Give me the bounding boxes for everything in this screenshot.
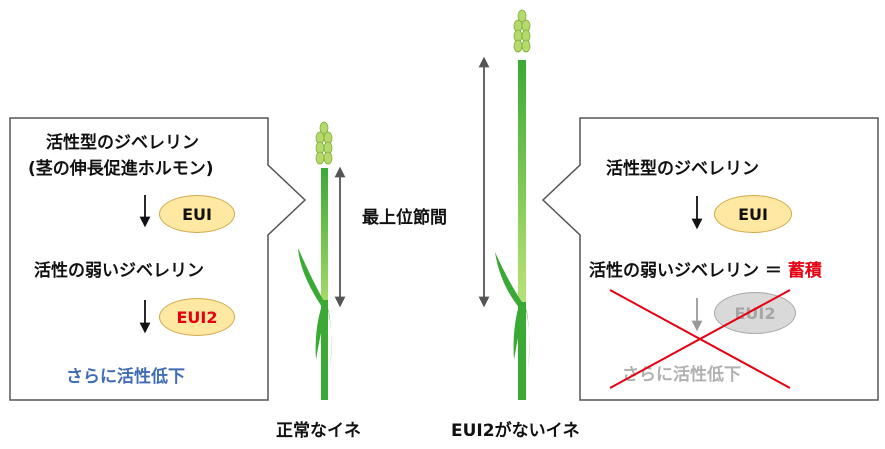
left-eui2-badge: EUI2 [159,298,235,336]
left-callout-box [9,117,307,401]
left-weak-gibberellin: 活性の弱いジベレリン [34,261,204,281]
right-eui2-badge: EUI2 [714,292,796,334]
normal-rice-plant [298,121,333,400]
right-further-reduction: さらに活性低下 [622,365,741,385]
right-active-gibberellin: 活性型のジベレリン [606,159,759,179]
normal-rice-caption: 正常なイネ [276,421,361,441]
mutant-rice-caption: EUI2がないイネ [451,421,580,441]
mutant-rice-plant [495,9,531,400]
left-further-reduction: さらに活性低下 [66,367,185,387]
right-eui-badge: EUI [714,195,792,233]
left-eui-badge: EUI [159,195,235,233]
accumulation-label: 蓄積 [787,261,822,281]
top-internode-label: 最上位節間 [362,208,447,228]
right-weak-gibberellin-text: 活性の弱いジベレリン ＝ [589,261,788,281]
left-hormone-note: (茎の伸長促進ホルモン) [28,159,214,179]
left-active-gibberellin: 活性型のジベレリン [46,133,199,153]
right-weak-gibberellin: 活性の弱いジベレリン ＝ 蓄積 [589,256,822,281]
